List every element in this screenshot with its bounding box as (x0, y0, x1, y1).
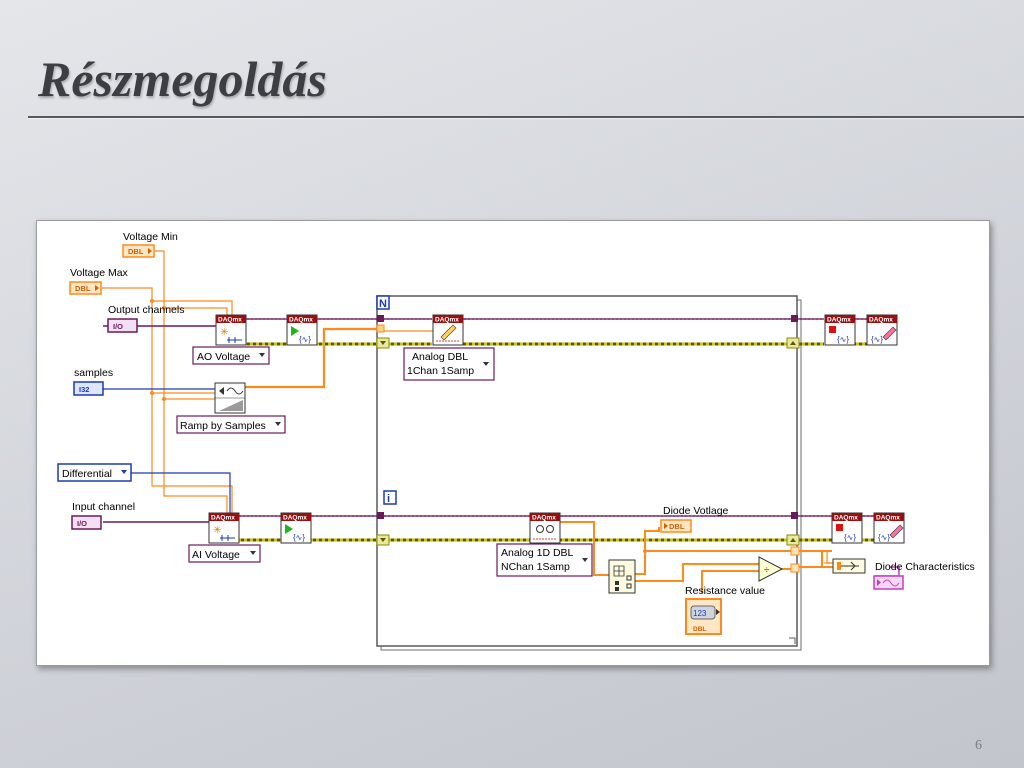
ramp-selector[interactable]: Ramp by Samples (176, 415, 286, 434)
daqmx-start-task-ai[interactable]: DAQmx {∿} (280, 512, 312, 544)
ai-voltage-label: AI Voltage (192, 549, 240, 561)
daqmx-label: DAQmx (283, 515, 307, 522)
daqmx-read[interactable]: DAQmx (529, 512, 561, 544)
resistance-label: Resistance value (685, 585, 765, 597)
divide-node[interactable]: ÷ (758, 556, 784, 582)
svg-text:✳: ✳ (213, 525, 221, 536)
index-array-node[interactable] (608, 559, 636, 594)
chevron-down-icon (250, 551, 256, 555)
daqmx-label: DAQmx (827, 317, 851, 324)
daqmx-stop-task-ao[interactable]: DAQmx {∿} (824, 314, 856, 346)
svg-text:÷: ÷ (764, 565, 770, 576)
svg-text:✳: ✳ (220, 327, 228, 338)
daqmx-label: DAQmx (834, 515, 858, 522)
ai-voltage-selector[interactable]: AI Voltage (188, 544, 261, 563)
play-icon (285, 524, 293, 534)
svg-text:{∿}: {∿} (293, 533, 305, 542)
input-channel-type: I/O (77, 519, 87, 528)
daqmx-clear-task-ao[interactable]: DAQmx {∿} (866, 314, 898, 346)
daqmx-write[interactable]: DAQmx (432, 314, 464, 346)
daqmx-label: DAQmx (289, 317, 313, 324)
ramp-pattern-vi[interactable] (214, 382, 246, 414)
voltage-max-label: Voltage Max (70, 267, 129, 279)
daqmx-create-channel-ao[interactable]: DAQmx ✳ (215, 314, 247, 346)
chevron-down-icon (259, 353, 265, 357)
diode-voltage-label: Diode Votlage (663, 505, 729, 517)
samples-type: I32 (79, 385, 89, 394)
svg-text:{∿}: {∿} (837, 335, 849, 344)
voltage-min-label: Voltage Min (123, 231, 178, 243)
samples-control[interactable]: samples I32 (73, 367, 113, 396)
eraser-icon (889, 524, 904, 539)
daqmx-label: DAQmx (218, 317, 242, 324)
read-mode-line2: NChan 1Samp (501, 561, 570, 573)
diode-characteristics-label: Diode Characteristics (875, 561, 975, 573)
loop-index-terminal: i (387, 493, 390, 505)
daqmx-clear-task-ai[interactable]: DAQmx {∿} (873, 512, 905, 544)
terminal-config-value: Differential (62, 468, 112, 480)
resistance-subtype: DBL (693, 626, 706, 633)
daqmx-start-task-ao[interactable]: DAQmx {∿} (286, 314, 318, 346)
read-mode-selector[interactable]: Analog 1D DBL NChan 1Samp (496, 543, 593, 577)
voltage-max-type: DBL (75, 284, 91, 293)
chevron-down-icon (483, 362, 489, 366)
slide-title: Részmegoldás (38, 51, 327, 107)
stop-icon (836, 524, 843, 531)
daqmx-label: DAQmx (532, 515, 556, 522)
terminal-config-control[interactable]: Differential (57, 463, 132, 482)
daqmx-label: DAQmx (435, 317, 459, 324)
ramp-label: Ramp by Samples (180, 420, 266, 432)
input-channel-label: Input channel (72, 501, 135, 513)
output-channels-type: I/O (113, 322, 123, 331)
chevron-down-icon (275, 422, 281, 426)
play-icon (291, 326, 299, 336)
read-mode-line1: Analog 1D DBL (501, 547, 574, 559)
svg-text:{∿}: {∿} (844, 533, 856, 542)
ao-voltage-selector[interactable]: AO Voltage (192, 346, 270, 365)
ao-voltage-label: AO Voltage (197, 351, 250, 363)
voltage-min-control[interactable]: Voltage Min DBL (122, 231, 178, 258)
diagram-canvas: N i (57, 231, 975, 651)
stop-icon (829, 326, 836, 333)
resistance-type: 123 (693, 609, 707, 618)
daqmx-stop-task-ai[interactable]: DAQmx {∿} (831, 512, 863, 544)
chevron-down-icon (121, 470, 127, 474)
daqmx-create-channel-ai[interactable]: DAQmx ✳ (208, 512, 240, 544)
voltage-wires (102, 250, 233, 517)
svg-text:{∿}: {∿} (299, 335, 311, 344)
svg-text:{∿}: {∿} (878, 533, 890, 542)
loop-count-terminal: N (379, 298, 387, 310)
title-divider (28, 116, 1024, 118)
write-mode-selector[interactable]: Analog DBL 1Chan 1Samp (403, 347, 495, 381)
write-mode-line1: Analog DBL (412, 351, 468, 363)
voltage-min-type: DBL (128, 247, 144, 256)
pencil-icon (440, 324, 457, 341)
input-channel-control[interactable]: Input channel I/O (71, 501, 135, 530)
labview-block-diagram: N i (36, 220, 990, 666)
diode-voltage-indicator[interactable]: Diode Votlage DBL (660, 505, 729, 533)
daqmx-label: DAQmx (869, 317, 893, 324)
eraser-icon (882, 326, 897, 341)
output-channels-label: Output channels (108, 304, 184, 316)
page-number: 6 (975, 738, 982, 753)
samples-label: samples (74, 367, 113, 379)
daqmx-label: DAQmx (211, 515, 235, 522)
diode-voltage-type: DBL (669, 522, 685, 531)
output-channels-control[interactable]: Output channels I/O (107, 304, 184, 333)
svg-text:{∿}: {∿} (871, 335, 883, 344)
daqmx-label: DAQmx (876, 515, 900, 522)
write-mode-line2: 1Chan 1Samp (407, 365, 474, 377)
resistance-control[interactable]: Resistance value 123 DBL (685, 585, 765, 635)
voltage-max-control[interactable]: Voltage Max DBL (69, 267, 129, 295)
build-array-node[interactable] (832, 558, 866, 574)
diode-characteristics-indicator[interactable]: Diode Characteristics (873, 561, 975, 590)
chevron-down-icon (582, 558, 588, 562)
glasses-icon (536, 525, 544, 533)
